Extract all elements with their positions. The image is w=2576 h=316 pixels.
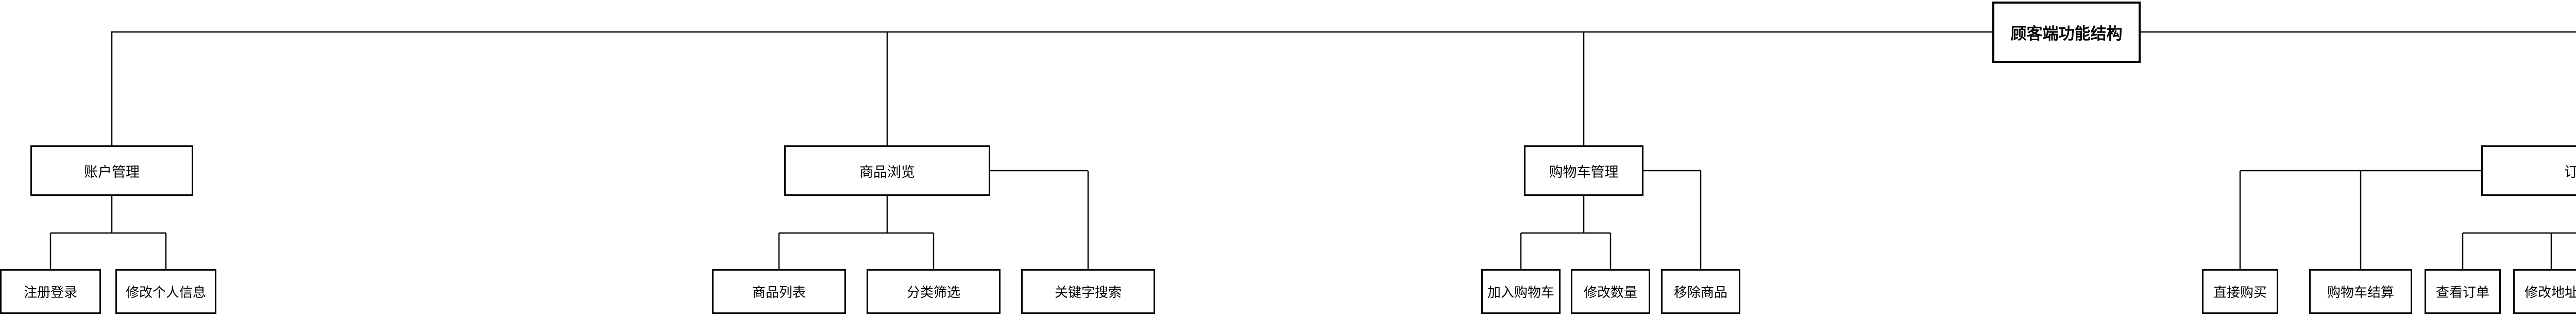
leaf-node-3-2: 查看订单 (2425, 269, 2501, 314)
leaf-node-1-0: 商品列表 (712, 269, 846, 314)
leaf-node-0-0: 注册登录 (0, 269, 101, 314)
leaf-node-3-0: 直接购买 (2202, 269, 2278, 314)
branch-node-0: 账户管理 (30, 145, 193, 196)
leaf-node-3-1: 购物车结算 (2309, 269, 2412, 314)
leaf-node-2-1: 修改数量 (1571, 269, 1650, 314)
branch-node-3: 订单管理 (2481, 145, 2576, 196)
leaf-node-2-2: 移除商品 (1661, 269, 1740, 314)
leaf-node-3-3: 修改地址 (2513, 269, 2576, 314)
leaf-node-2-0: 加入购物车 (1481, 269, 1561, 314)
root-node: 顾客端功能结构 (1992, 2, 2141, 63)
branch-node-1: 商品浏览 (784, 145, 990, 196)
branch-node-2: 购物车管理 (1524, 145, 1643, 196)
leaf-node-0-1: 修改个人信息 (115, 269, 216, 314)
leaf-node-1-2: 关键字搜索 (1021, 269, 1155, 314)
leaf-node-1-1: 分类筛选 (867, 269, 1001, 314)
